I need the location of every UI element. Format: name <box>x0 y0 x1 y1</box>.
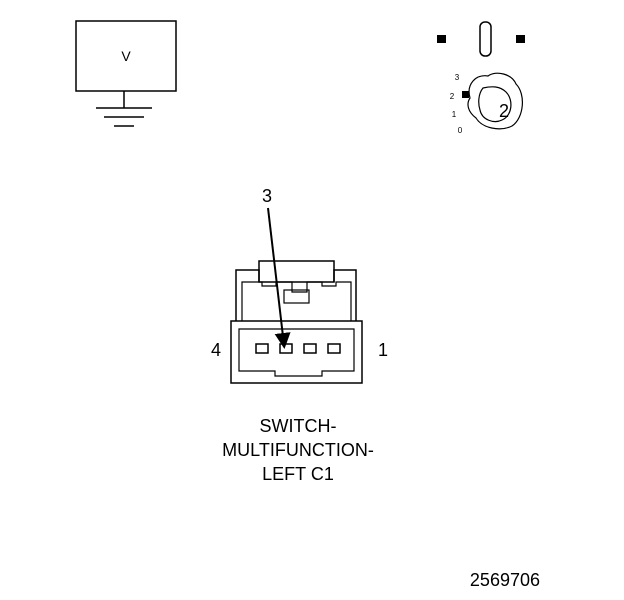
key-number: 2 <box>499 101 509 121</box>
key-position-marker <box>462 91 469 98</box>
key-head-icon <box>478 86 512 123</box>
voltmeter-label: V <box>121 48 131 64</box>
connector-pin-1 <box>327 343 341 354</box>
connector-face: 3 4 1 <box>211 186 388 384</box>
figure-number: 2569706 <box>469 570 540 590</box>
key-position-label-0: 0 <box>458 126 463 135</box>
callout-pin-number: 3 <box>262 186 272 206</box>
key-slot-right-marker <box>516 35 525 43</box>
connector-top-housing <box>258 260 335 282</box>
connector-pin-3 <box>279 343 293 354</box>
voltmeter-box <box>75 20 177 92</box>
left-pin-number: 4 <box>211 340 221 360</box>
ground-icon <box>96 91 152 127</box>
key-slot-icon <box>479 21 492 57</box>
pin-callout-arrow <box>267 207 291 349</box>
connector-latch <box>283 289 310 304</box>
key-position-label-3: 3 <box>455 73 460 82</box>
right-pin-number: 1 <box>378 340 388 360</box>
caption-line-1: SWITCH- <box>259 416 337 436</box>
connector-cavity <box>238 328 355 377</box>
key-position-label-1: 1 <box>452 110 457 119</box>
caption-line-2: MULTIFUNCTION- <box>222 440 374 460</box>
connector-caption: SWITCH- MULTIFUNCTION- LEFT C1 <box>198 414 398 486</box>
connector-upper-body <box>235 269 357 321</box>
connector-body <box>230 320 363 384</box>
connector-latch-detail <box>241 281 352 321</box>
key-position-label-2: 2 <box>450 92 455 101</box>
connector-pin-4 <box>255 343 269 354</box>
caption-line-3: LEFT C1 <box>262 464 334 484</box>
connector-pin-2 <box>303 343 317 354</box>
voltmeter-symbol: V <box>75 20 177 127</box>
key-slot-left-marker <box>437 35 446 43</box>
key-cylinder-outline <box>467 72 523 130</box>
key-switch-icon: 3 2 1 0 2 <box>437 21 525 135</box>
